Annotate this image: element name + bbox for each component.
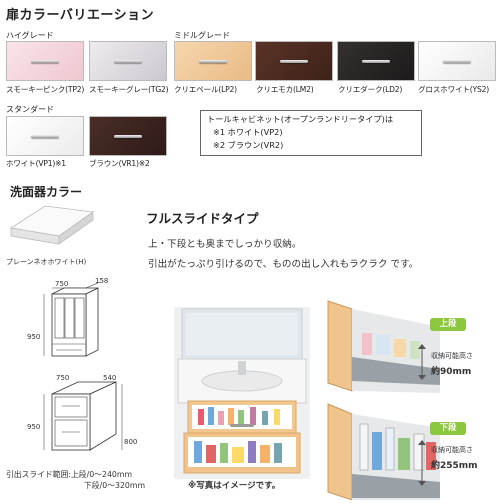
note-line: ※1 ホワイト(VP2): [213, 127, 283, 137]
lower-width-label: 750: [56, 374, 70, 382]
handle-icon: [114, 135, 142, 138]
lower-height-arrow-icon: [418, 440, 426, 486]
lower-capacity-value: 約255mm: [431, 461, 478, 471]
basin-swatch-label: プレーンネオホワイト(H): [6, 258, 87, 266]
note-line: トールキャビネット(オープンランドリータイプ)は: [207, 114, 394, 124]
vanity-photo: [174, 307, 310, 479]
group-label-middle: ミドルグレード: [174, 31, 230, 40]
lower-height-label: 950: [27, 423, 41, 431]
slide-range-line2: 下段/0～320mm: [84, 481, 146, 490]
slide-range-line1: 引出スライド範囲:上段/0～240mm: [6, 470, 133, 479]
handle-icon: [114, 60, 142, 63]
swatch-label: クリエモカ(LM2): [256, 85, 314, 94]
upper-capacity-value: 約90mm: [431, 367, 472, 377]
photo-note: ※写真はイメージです。: [188, 481, 281, 491]
upper-depth-label: 158: [95, 277, 109, 285]
swatch-label: ブラウン(VR1)※2: [89, 159, 150, 168]
swatch-label: スモーキーピンク(TP2): [6, 85, 85, 94]
swatch-label: ホワイト(VP1)※1: [6, 159, 66, 168]
swatch-label: グロスホワイト(YS2): [418, 85, 489, 94]
upper-cabinet-drawing: [0, 272, 130, 372]
handle-icon: [31, 60, 59, 63]
upper-capacity-caption: 収納可能高さ: [431, 352, 473, 360]
tall-cabinet-note: トールキャビネット(オープンランドリータイプ)は ※1 ホワイト(VP2) ※2…: [200, 110, 422, 156]
handle-icon: [199, 60, 227, 63]
swatch-crie-pale: [174, 41, 252, 81]
full-slide-line2: 引出がたっぷり引けるので、ものの出し入れもラクラク です。: [148, 259, 419, 270]
upper-drawer-photo: [322, 297, 500, 393]
swatch-label: クリエダーク(LD2): [338, 85, 403, 94]
handle-icon: [362, 60, 390, 63]
lower-drawer-photo: [322, 402, 500, 501]
full-slide-line1: 上・下段とも奥までしっかり収納。: [148, 239, 302, 250]
lower-badge: 下段: [430, 422, 466, 435]
swatch-brown: [89, 116, 167, 156]
swatch-label: スモーキーグレー(TG2): [89, 85, 169, 94]
door-colors-title: 扉カラーバリエーション: [6, 8, 155, 23]
upper-height-arrow-icon: [418, 344, 426, 380]
lower-height2-label: 800: [124, 438, 138, 446]
swatch-gloss-white: [418, 41, 496, 81]
group-label-standard: スタンダード: [6, 105, 54, 114]
swatch-smoky-grey: [89, 41, 167, 81]
upper-badge: 上段: [430, 318, 466, 331]
handle-icon: [443, 60, 471, 63]
lower-capacity-caption: 収納可能高さ: [431, 446, 473, 454]
upper-width-label: 750: [55, 280, 69, 288]
basin-color-title: 洗面器カラー: [10, 185, 83, 199]
swatch-smoky-pink: [6, 41, 84, 81]
note-line: ※2 ブラウン(VR2): [213, 140, 284, 150]
swatch-crie-mocha: [255, 41, 333, 81]
swatch-label: クリエペール(LP2): [174, 85, 237, 94]
swatch-white: [6, 116, 84, 156]
swatch-crie-dark: [337, 41, 415, 81]
handle-icon: [31, 135, 59, 138]
upper-height-label: 950: [27, 333, 41, 341]
basin-swatch: [7, 202, 95, 254]
lower-depth-label: 540: [103, 374, 117, 382]
full-slide-title: フルスライドタイプ: [146, 211, 259, 226]
lower-cabinet-drawing: [0, 368, 140, 468]
handle-icon: [280, 60, 308, 63]
group-label-high: ハイグレード: [6, 31, 54, 40]
